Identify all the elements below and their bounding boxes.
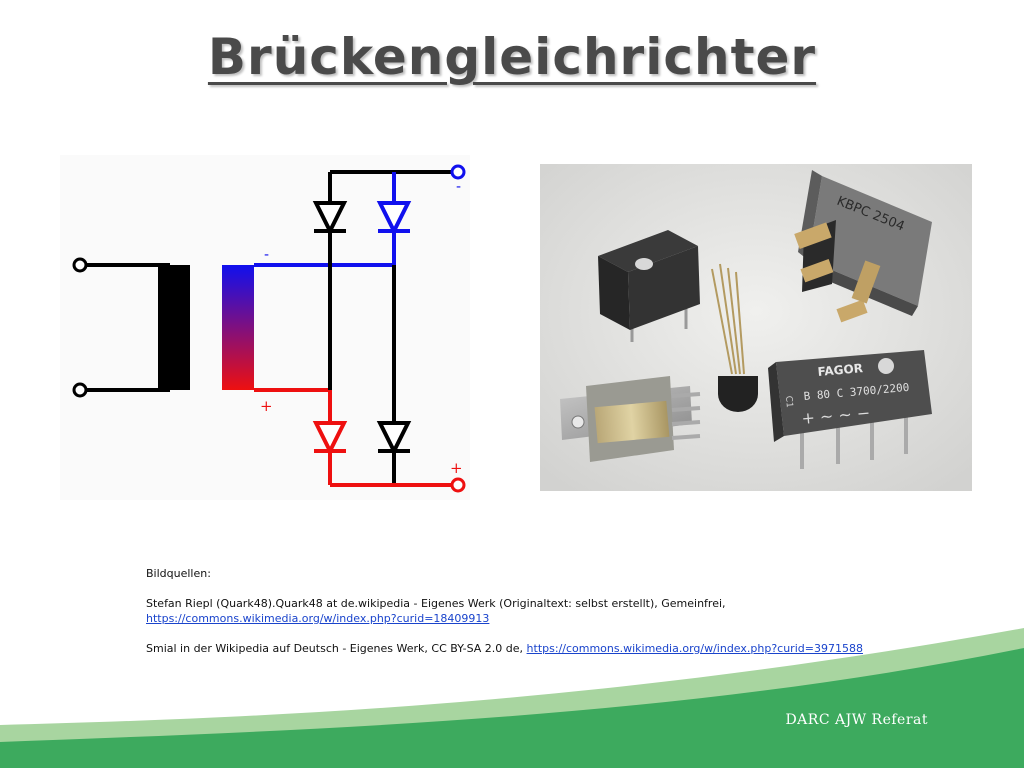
diode-top-right — [376, 201, 412, 236]
slide-title: Brückengleichrichter — [0, 28, 1024, 86]
sources-heading: Bildquellen: — [146, 567, 211, 580]
fagor-brand: FAGOR — [817, 361, 863, 379]
primary-winding — [72, 257, 190, 398]
label-minus-mid: - — [264, 247, 269, 263]
label-plus-bottom: + — [450, 459, 463, 477]
fagor-side-code: C1 — [783, 395, 794, 408]
rectifier-components-photo: KBPC 2504 FAGOR B 80 C 3700/220 — [540, 164, 972, 491]
round-bridge-rectifier — [711, 263, 758, 412]
source-entry-2: Smial in der Wikipedia auf Deutsch - Eig… — [146, 641, 946, 656]
metal-flat-bridge-rectifier — [560, 376, 701, 462]
label-minus-top: - — [456, 179, 461, 195]
source-entry-1-link[interactable]: https://commons.wikimedia.org/w/index.ph… — [146, 612, 490, 625]
diode-bottom-left — [312, 421, 348, 456]
diode-bottom-right — [376, 421, 412, 456]
source-entry-1: Stefan Riepl (Quark48).Quark48 at de.wik… — [146, 596, 946, 611]
bridge-rectifier-schematic: - - + + — [60, 155, 470, 500]
slide-title-text: Brückengleichrichter — [207, 28, 817, 86]
source-entry-2-link[interactable]: https://commons.wikimedia.org/w/index.ph… — [526, 642, 863, 655]
footer-waves — [0, 628, 1024, 768]
image-sources: Bildquellen: Stefan Riepl (Quark48).Quar… — [146, 566, 946, 656]
diode-top-left — [312, 201, 348, 236]
fagor-logo-icon — [878, 358, 894, 374]
label-plus-mid: + — [260, 397, 273, 415]
secondary-winding — [222, 263, 394, 392]
source-entry-1-text: Stefan Riepl (Quark48).Quark48 at de.wik… — [146, 597, 726, 610]
footer-text: DARC AJW Referat — [785, 712, 928, 728]
source-entry-2-text: Smial in der Wikipedia auf Deutsch - Eig… — [146, 642, 527, 655]
fagor-bridge-rectifier: FAGOR B 80 C 3700/2200 + ~ ~ − C1 — [768, 350, 932, 469]
square-bridge-rectifier — [598, 230, 700, 342]
